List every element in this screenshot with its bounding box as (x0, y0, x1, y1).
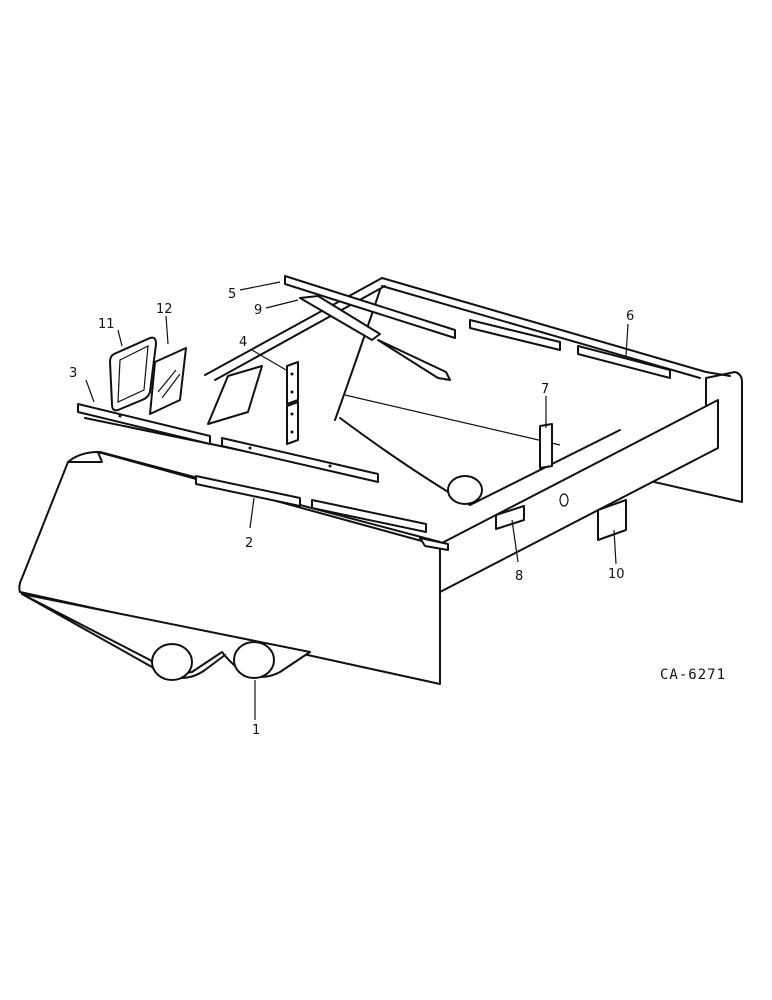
part-3-angle-bar (77, 403, 379, 483)
part-2-rail (195, 475, 427, 533)
part-10-plate (597, 499, 627, 541)
part-11-window-frame (109, 336, 157, 412)
callout-11: 11 (98, 317, 115, 332)
leader-lines (85, 281, 629, 720)
part-4-bracket (286, 361, 299, 445)
body-shell (18, 277, 743, 685)
callout-1: 1 (252, 723, 260, 738)
part-8-plate (495, 505, 525, 530)
callout-4: 4 (239, 335, 247, 350)
callout-12: 12 (156, 302, 173, 317)
window-opening (207, 365, 263, 425)
callout-labels: 1 2 3 4 5 6 7 8 9 10 11 12 (69, 287, 634, 738)
part-6-rail (469, 319, 671, 379)
part-5-brace (284, 275, 456, 339)
callout-5: 5 (228, 287, 236, 302)
part-9-strut (299, 295, 451, 381)
side-hole (559, 493, 569, 507)
part-7-bracket (539, 423, 553, 469)
drawing-code: CA-6271 (660, 667, 726, 683)
callout-6: 6 (626, 309, 634, 324)
callout-8: 8 (515, 569, 523, 584)
callout-7: 7 (541, 382, 549, 397)
callout-2: 2 (245, 536, 253, 551)
callout-10: 10 (608, 567, 625, 582)
callout-9: 9 (254, 303, 262, 318)
front-corner-cap (419, 537, 449, 551)
part-12-glass (149, 347, 187, 415)
callout-3: 3 (69, 366, 77, 381)
